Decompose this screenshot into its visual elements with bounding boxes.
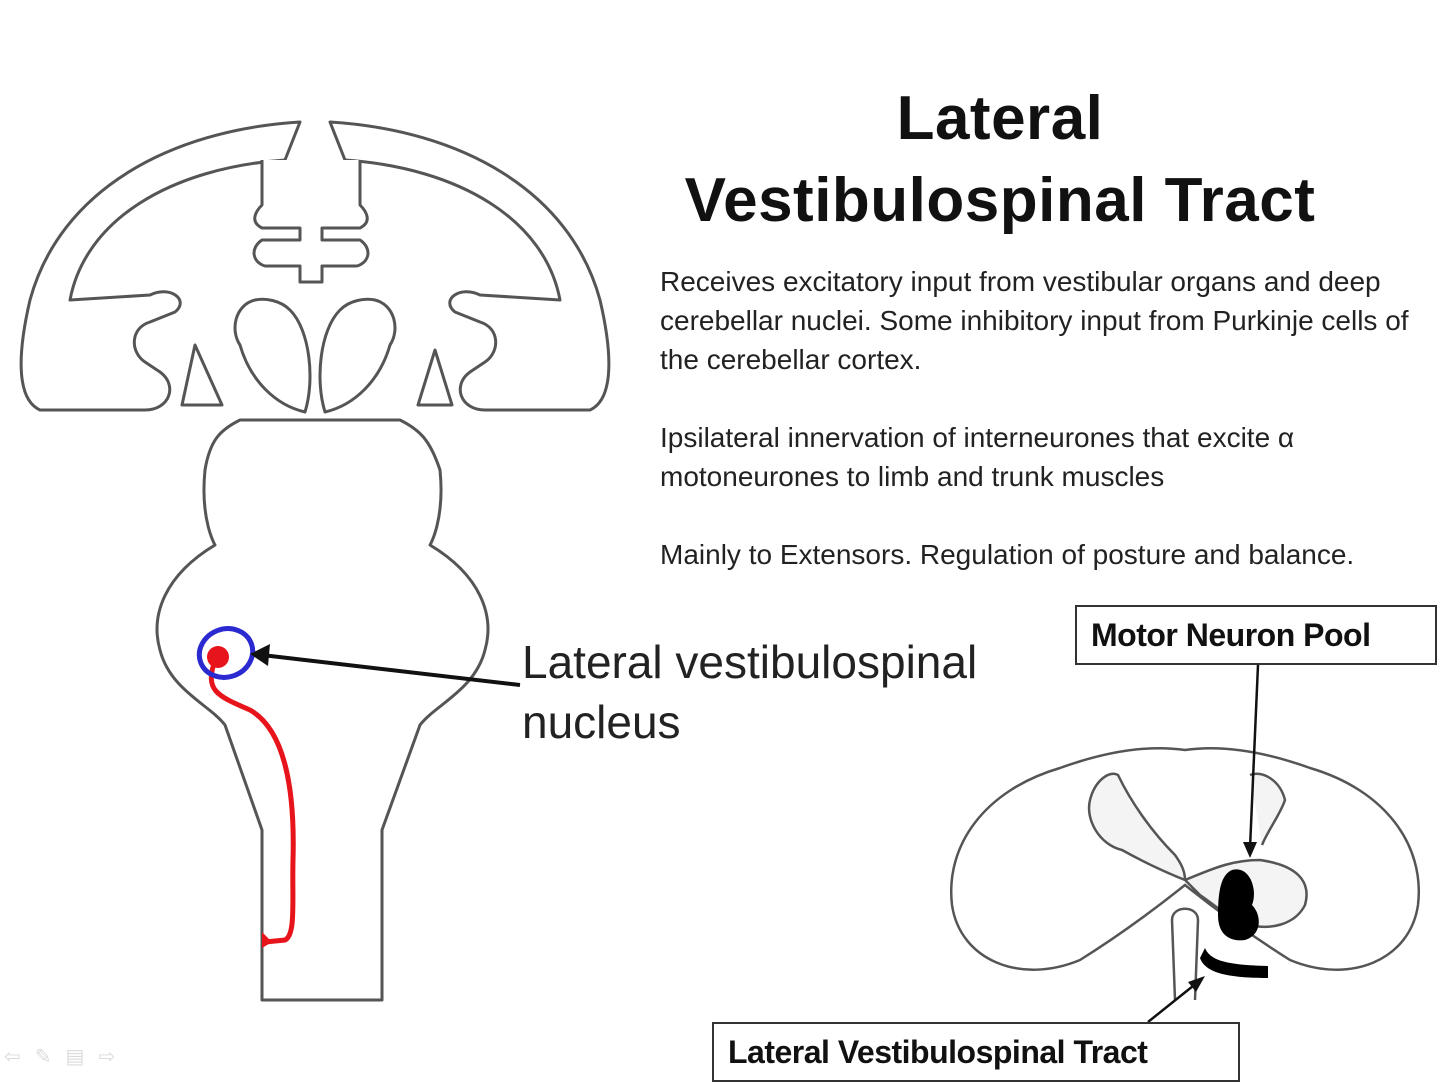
nucleus-label: Lateral vestibulospinal nucleus (522, 632, 977, 752)
lvst-pointer-arrowhead (1188, 976, 1205, 992)
lvst-pointer-line (1147, 981, 1199, 1023)
pen-icon[interactable]: ✎ (34, 1046, 52, 1068)
nucleus-label-line-2: nucleus (522, 696, 681, 748)
forward-arrow-icon[interactable]: ⇨ (98, 1046, 116, 1068)
nucleus-ring (196, 626, 256, 680)
motor-neuron-pool-label: Motor Neuron Pool (1075, 605, 1437, 665)
brainstem-drawing (19, 120, 611, 1002)
brainstem-body (155, 418, 490, 1002)
description-text: Receives excitatory input from vestibula… (660, 262, 1430, 613)
vestibulospinal-tract-path (208, 657, 296, 945)
cerebellum-right-arc (328, 120, 611, 412)
spinal-cord-section (949, 746, 1421, 1001)
lvst-region (1200, 948, 1268, 978)
nucleus-pointer-arrowhead (250, 644, 270, 666)
title-line-1: Lateral (896, 84, 1104, 153)
paragraph-function: Mainly to Extensors. Regulation of postu… (660, 539, 1355, 570)
title-line-2: Vestibulospinal Tract (684, 166, 1316, 235)
vermis-folia (252, 160, 370, 284)
dentate-nucleus-right (318, 297, 397, 414)
paragraph-inputs: Receives excitatory input from vestibula… (660, 266, 1409, 375)
right-triangle (416, 348, 454, 407)
lateral-vestibulospinal-tract-label: Lateral Vestibulospinal Tract (712, 1022, 1240, 1082)
motor-pool-pointer-arrowhead (1243, 842, 1257, 858)
dentate-nucleus-left (233, 297, 312, 414)
ventral-fissure (1170, 907, 1200, 1001)
tract-terminal-icon (262, 932, 272, 948)
nucleus-pointer-line (261, 653, 521, 687)
nucleus-dot (207, 646, 229, 668)
cerebellum-left-arc (19, 120, 302, 412)
back-arrow-icon[interactable]: ⇦ (4, 1046, 21, 1068)
slide-title: Lateral Vestibulospinal Tract (640, 78, 1360, 242)
spinal-cord-outline (949, 746, 1421, 971)
slideshow-controls: ⇦ ✎ ▤ ⇨ (4, 1044, 115, 1068)
menu-icon[interactable]: ▤ (65, 1046, 85, 1068)
paragraph-innervation: Ipsilateral innervation of interneurones… (660, 422, 1295, 492)
left-triangle (180, 343, 224, 407)
motor-pool-pointer-line (1248, 664, 1260, 849)
motor-neuron-pool (1218, 869, 1259, 941)
nucleus-label-line-1: Lateral vestibulospinal (522, 636, 978, 688)
